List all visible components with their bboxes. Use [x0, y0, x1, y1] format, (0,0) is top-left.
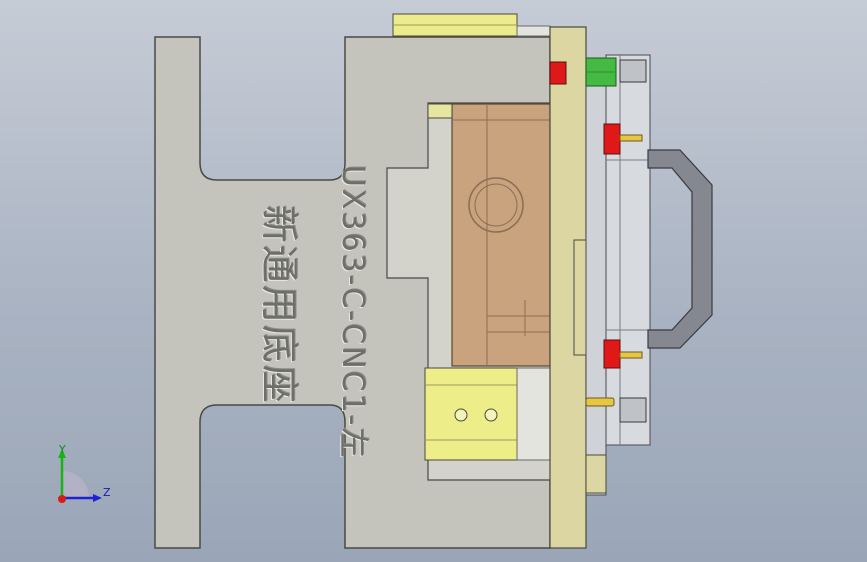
y-axis-arrow — [58, 449, 66, 458]
cylinder-port-2[interactable] — [484, 408, 498, 422]
clamp-pad-mid[interactable] — [603, 123, 621, 155]
pin-mid — [619, 134, 643, 142]
part-name-engraving: 新通用底座 — [257, 205, 301, 406]
top-bar-end — [516, 25, 551, 37]
part-code-engraving: UX363-C-CNC1-左 — [335, 165, 370, 460]
triad-quadrant — [62, 471, 89, 498]
z-axis-label: Z — [103, 486, 111, 499]
pin-low — [619, 351, 643, 359]
clamp-pad-top[interactable] — [549, 61, 567, 85]
yellow-bolt[interactable] — [585, 397, 615, 407]
cylinder-port-1[interactable] — [454, 408, 468, 422]
clamp-handle[interactable] — [647, 149, 713, 349]
bolt-top[interactable] — [619, 59, 647, 83]
clamp-rail[interactable] — [585, 84, 607, 496]
bolt-bottom[interactable] — [619, 397, 647, 423]
clamp-carriage[interactable] — [605, 54, 651, 446]
axis-triad — [58, 449, 102, 503]
lower-bracket — [585, 454, 607, 494]
z-axis-arrow — [93, 494, 102, 502]
workpiece-block[interactable] — [451, 103, 551, 367]
workpiece-rail — [427, 103, 453, 119]
x-axis-dot — [58, 495, 66, 503]
cylinder-body[interactable] — [424, 367, 521, 461]
locating-ring-outer — [468, 177, 524, 233]
y-axis-label: Y — [59, 443, 66, 456]
clamp-pad-low[interactable] — [603, 339, 621, 369]
locating-ring-inner — [474, 183, 518, 227]
cylinder-end-cap — [516, 367, 551, 461]
